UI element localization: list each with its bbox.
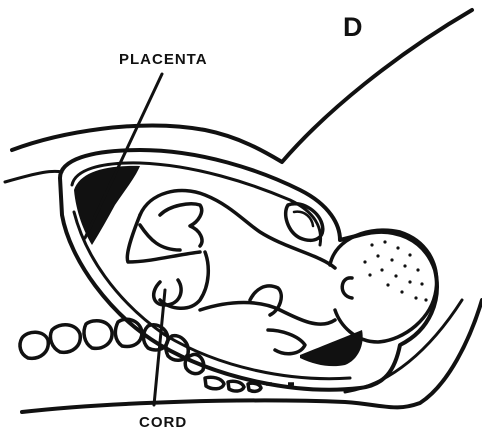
- placenta-label: PLACENTA: [119, 51, 208, 68]
- umbilical-cord: [154, 280, 181, 305]
- fetus-thigh: [140, 225, 180, 250]
- mother-body-outline: [12, 10, 472, 162]
- mother-back-contour: [5, 171, 62, 182]
- cord-label: CORD: [139, 414, 187, 431]
- panel-letter: D: [343, 12, 363, 43]
- fetus-leg-upper: [127, 215, 200, 262]
- mother-lower-outline: [22, 300, 482, 412]
- fetus-hand-lower: [268, 330, 305, 354]
- fetus-foot: [160, 204, 202, 246]
- fetus-leg-lower: [160, 252, 208, 308]
- fetus-hair-dots: [363, 240, 427, 301]
- placenta-leader-line: [85, 74, 162, 238]
- placenta-shape: [74, 166, 140, 245]
- fetus-arm: [250, 286, 281, 315]
- fetus-ear: [342, 278, 352, 298]
- fetus-belly: [200, 303, 335, 325]
